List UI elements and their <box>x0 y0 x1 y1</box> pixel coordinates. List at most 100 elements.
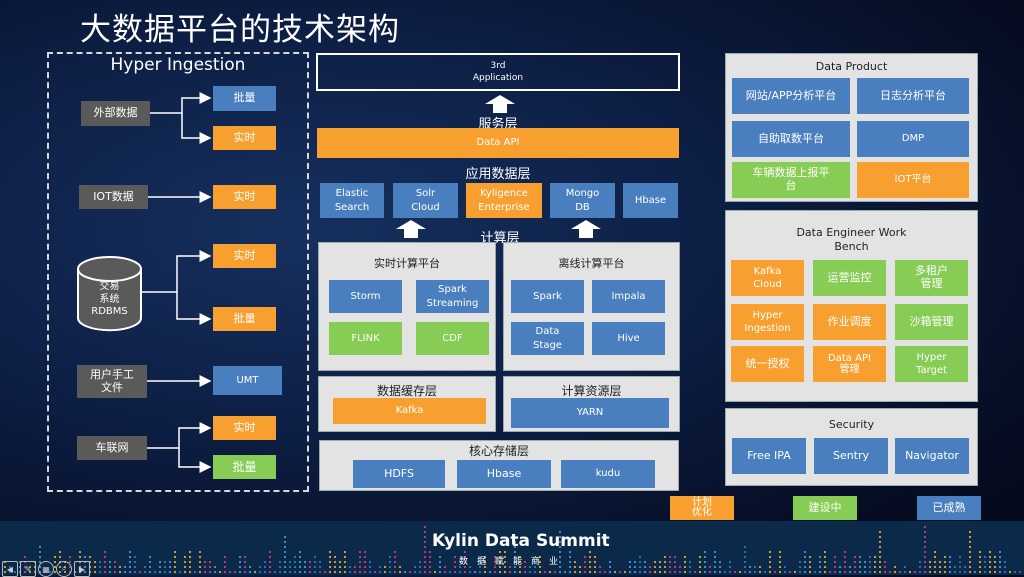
equalizer-dot <box>819 561 821 563</box>
equalizer-dot <box>924 531 926 533</box>
core-storage-title: 核心存储层 <box>468 444 529 458</box>
equalizer-dot <box>209 566 211 568</box>
target-realtime: 实时 <box>213 185 276 209</box>
equalizer-dot <box>679 571 681 573</box>
equalizer-dot <box>924 571 926 573</box>
equalizer-dot <box>979 556 981 558</box>
equalizer-dot <box>504 551 506 553</box>
equalizer-dot <box>459 566 461 568</box>
equalizer-dot <box>589 566 591 568</box>
equalizer-dot <box>79 556 81 558</box>
equalizer-dot <box>674 571 676 573</box>
equalizer-dot <box>939 571 941 573</box>
equalizer-dot <box>544 571 546 573</box>
security-title: Security <box>828 418 875 431</box>
equalizer-dot <box>834 571 836 573</box>
equalizer-dot <box>454 561 456 563</box>
equalizer-dot <box>969 571 971 573</box>
equalizer-dot <box>869 566 871 568</box>
equalizer-dot <box>424 566 426 568</box>
equalizer-dot <box>724 571 726 573</box>
equalizer-dot <box>149 571 151 573</box>
equalizer-dot <box>354 571 356 573</box>
equalizer-dot <box>609 571 611 573</box>
equalizer-dot <box>239 556 241 558</box>
equalizer-dot <box>874 561 876 563</box>
equalizer-dot <box>799 561 801 563</box>
equalizer-dot <box>444 571 446 573</box>
equalizer-dot <box>999 556 1001 558</box>
equalizer-dot <box>984 556 986 558</box>
equalizer-dot <box>654 566 656 568</box>
equalizer-dot <box>609 561 611 563</box>
equalizer-dot <box>674 566 676 568</box>
equalizer-dot <box>244 566 246 568</box>
equalizer-dot <box>874 571 876 573</box>
equalizer-dot <box>704 566 706 568</box>
equalizer-dot <box>844 561 846 563</box>
equalizer-dot <box>879 531 881 533</box>
equalizer-dot <box>244 571 246 573</box>
equalizer-dot <box>844 556 846 558</box>
equalizer-dot <box>759 571 761 573</box>
equalizer-dot <box>464 566 466 568</box>
equalizer-dot <box>284 566 286 568</box>
equalizer-dot <box>379 571 381 573</box>
equalizer-dot <box>329 551 331 553</box>
equalizer-dot <box>514 556 516 558</box>
equalizer-dot <box>329 561 331 563</box>
equalizer-dot <box>79 566 81 568</box>
equalizer-dot <box>854 556 856 558</box>
equalizer-dot <box>799 566 801 568</box>
target-realtime: 实时 <box>213 416 276 440</box>
equalizer-dot <box>689 566 691 568</box>
equalizer-dot <box>94 561 96 563</box>
hyper-ingestion-tool: Hyper Ingestion <box>731 304 804 340</box>
equalizer-dot <box>224 556 226 558</box>
equalizer-dot <box>824 566 826 568</box>
yarn: YARN <box>511 398 669 428</box>
equalizer-dot <box>624 571 626 573</box>
equalizer-dot <box>519 566 521 568</box>
equalizer-dot <box>174 556 176 558</box>
equalizer-dot <box>994 556 996 558</box>
equalizer-dot <box>389 561 391 563</box>
database-icon <box>76 255 143 332</box>
equalizer-dot <box>629 566 631 568</box>
equalizer-dot <box>189 556 191 558</box>
equalizer-dot <box>89 571 91 573</box>
equalizer-dot <box>919 571 921 573</box>
data-api-mgmt: Data API 管理 <box>813 346 886 382</box>
equalizer-dot <box>284 556 286 558</box>
equalizer-dot <box>349 566 351 568</box>
equalizer-dot <box>514 571 516 573</box>
equalizer-dot <box>879 551 881 553</box>
equalizer-dot <box>879 546 881 548</box>
equalizer-dot <box>279 571 281 573</box>
equalizer-dot <box>149 566 151 568</box>
equalizer-dot <box>399 566 401 568</box>
equalizer-dot <box>984 561 986 563</box>
hdfs: HDFS <box>353 460 445 488</box>
equalizer-dot <box>494 561 496 563</box>
equalizer-dot <box>589 551 591 553</box>
equalizer-dot <box>744 566 746 568</box>
equalizer-dot <box>309 561 311 563</box>
equalizer-dot <box>469 566 471 568</box>
equalizer-dot <box>674 561 676 563</box>
equalizer-dot <box>464 556 466 558</box>
spark: Spark <box>511 280 584 313</box>
equalizer-dot <box>689 571 691 573</box>
equalizer-dot <box>54 571 56 573</box>
equalizer-dot <box>384 571 386 573</box>
data-product-title: Data Product <box>815 60 888 73</box>
equalizer-dot <box>224 561 226 563</box>
data-cache-title: 数据缓存层 <box>376 384 437 398</box>
equalizer-dot <box>924 551 926 553</box>
equalizer-dot <box>824 561 826 563</box>
equalizer-dot <box>929 566 931 568</box>
equalizer-dot <box>699 556 701 558</box>
equalizer-dot <box>459 571 461 573</box>
equalizer-dot <box>304 561 306 563</box>
equalizer-dot <box>989 556 991 558</box>
